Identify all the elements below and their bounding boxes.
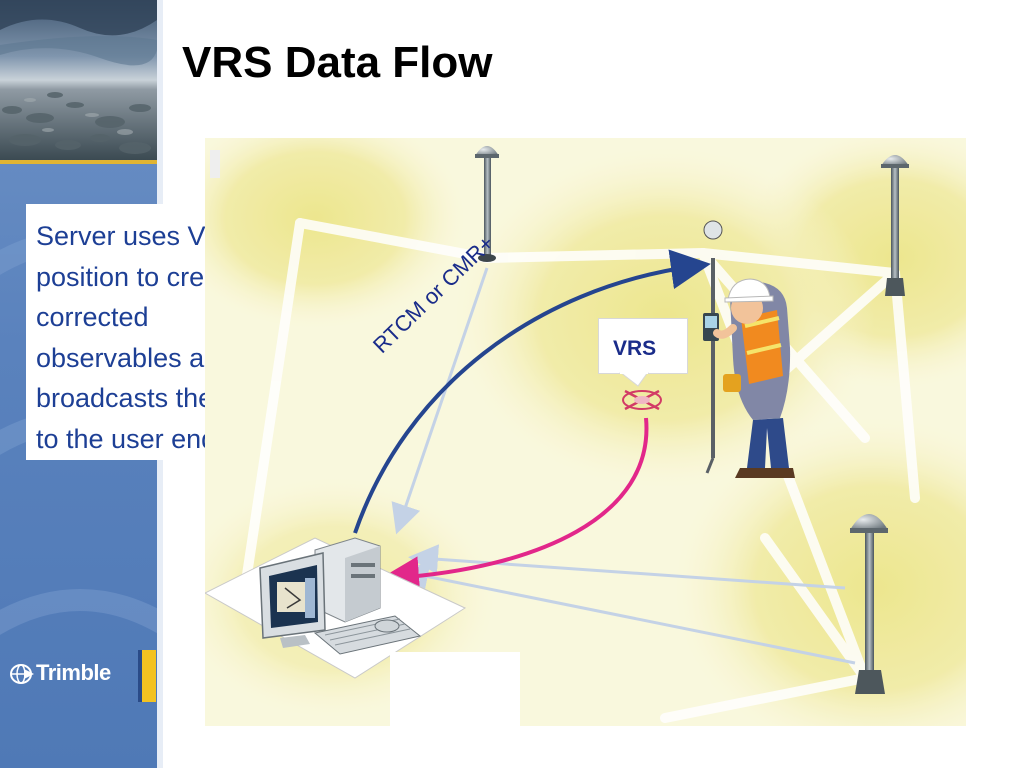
- landscape-photo: [0, 0, 157, 160]
- vrs-diagram: [205, 138, 966, 727]
- slide-title: VRS Data Flow: [182, 38, 493, 87]
- vrs-target-icon: [622, 389, 662, 411]
- description-text: Server uses VRS position to create corre…: [36, 216, 308, 459]
- description-line: corrected: [36, 302, 149, 332]
- photo-divider: [0, 160, 157, 164]
- vrs-label-box: VRS: [598, 318, 688, 374]
- logo-wordmark: Trimble: [36, 660, 111, 685]
- logo-bar-dark: [138, 650, 142, 702]
- logo-bar-gold: [142, 650, 156, 702]
- antenna-icon: [475, 146, 499, 262]
- vrs-label-pointer: [619, 372, 649, 387]
- trimble-logo-icon: [10, 664, 34, 684]
- vrs-label: VRS: [613, 337, 657, 360]
- white-patch: [390, 652, 520, 727]
- description-line: broadcasts them: [36, 383, 236, 413]
- vrs-diagram-graphic: [205, 138, 966, 726]
- trimble-logo: Trimble: [10, 650, 157, 706]
- surveyor-icon: [703, 220, 795, 478]
- computer-icon: [205, 537, 467, 679]
- antenna-icon: [850, 514, 888, 694]
- description-line: to the user end.: [36, 423, 224, 454]
- antenna-icon: [881, 155, 909, 296]
- description-line: observables and: [36, 342, 235, 373]
